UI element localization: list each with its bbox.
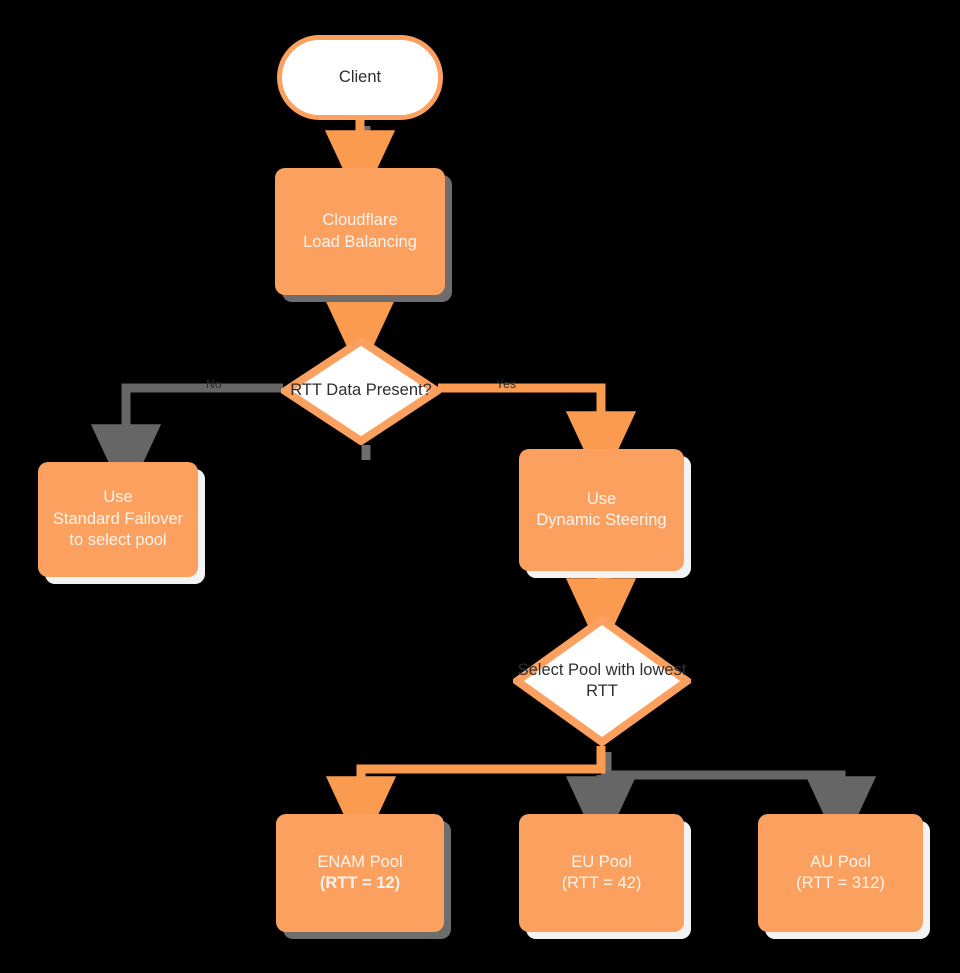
node-client-label: Client bbox=[338, 67, 382, 86]
node-enam-pool[interactable]: ENAM Pool (RTT = 12) bbox=[276, 814, 444, 932]
node-enam-pool-line1: ENAM Pool bbox=[317, 852, 403, 871]
node-rtt-data-present[interactable]: RTT Data Present? bbox=[281, 337, 441, 445]
node-cloudflare-load-balancing-text: Cloudflare Load Balancing bbox=[297, 210, 423, 253]
node-au-pool-text: AU Pool (RTT = 312) bbox=[790, 852, 891, 895]
edge-rtt-yes bbox=[438, 383, 637, 487]
node-failover-line3: to select pool bbox=[69, 531, 167, 550]
node-eu-pool-text: EU Pool (RTT = 42) bbox=[556, 852, 648, 895]
node-standard-failover[interactable]: Use Standard Failover to select pool bbox=[38, 462, 198, 577]
node-dynamic-steering[interactable]: Use Dynamic Steering bbox=[519, 449, 684, 571]
edge-label-rtt-no: No bbox=[206, 377, 222, 391]
node-standard-failover-text: Use Standard Failover to select pool bbox=[47, 487, 189, 551]
node-au-pool-line2: (RTT = 312) bbox=[796, 874, 885, 892]
select-pool-diamond-shape bbox=[513, 616, 691, 746]
node-select-pool[interactable]: Select Pool with lowest RTT bbox=[513, 616, 691, 746]
node-failover-line2: Standard Failover bbox=[52, 509, 184, 528]
edge-rtt-no bbox=[90, 383, 283, 500]
node-enam-pool-text: ENAM Pool (RTT = 12) bbox=[311, 852, 408, 895]
node-steering-line1: Use bbox=[586, 489, 617, 508]
node-failover-line1: Use bbox=[103, 488, 133, 507]
node-au-pool-line1: AU Pool bbox=[810, 852, 871, 871]
node-dynamic-steering-text: Use Dynamic Steering bbox=[530, 489, 672, 532]
node-steering-line2: Dynamic Steering bbox=[536, 511, 667, 529]
node-eu-pool[interactable]: EU Pool (RTT = 42) bbox=[519, 814, 684, 932]
edge-select-enam bbox=[325, 746, 606, 852]
node-eu-pool-line2: (RTT = 42) bbox=[561, 874, 642, 892]
node-au-pool[interactable]: AU Pool (RTT = 312) bbox=[758, 814, 923, 932]
edge-label-rtt-yes: Yes bbox=[496, 377, 517, 391]
node-lb-line2: Load Balancing bbox=[303, 232, 417, 251]
node-eu-pool-line1: EU Pool bbox=[571, 852, 632, 871]
node-lb-line1: Cloudflare bbox=[322, 211, 398, 230]
edge-select-au bbox=[601, 770, 877, 852]
node-enam-pool-line2: (RTT = 12) bbox=[319, 874, 401, 892]
rtt-diamond-shape bbox=[281, 337, 441, 445]
node-client[interactable]: Client bbox=[277, 35, 443, 120]
node-cloudflare-load-balancing[interactable]: Cloudflare Load Balancing bbox=[275, 168, 445, 295]
